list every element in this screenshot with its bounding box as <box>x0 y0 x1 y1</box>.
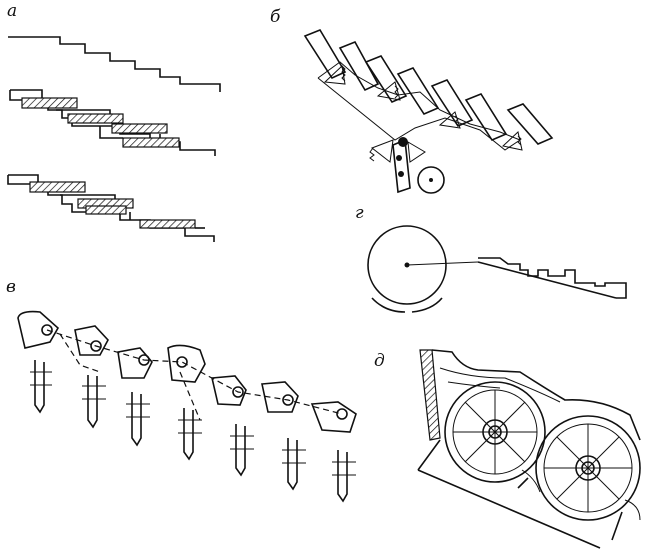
hatched-plate <box>29 181 86 193</box>
drive-wheel <box>417 166 445 194</box>
drum-right-spokes <box>544 424 632 512</box>
hopper-wall <box>419 349 441 441</box>
label-v: в <box>6 277 16 297</box>
label-a: а <box>7 1 17 21</box>
drum-right <box>535 415 641 521</box>
tine-group <box>82 375 106 429</box>
panel-v-shaker-chain <box>17 310 357 503</box>
crank-disc <box>367 225 447 305</box>
label-g: г <box>355 203 364 223</box>
tine-group <box>230 424 254 477</box>
hatched-plate <box>85 205 127 215</box>
label-d: д <box>374 351 385 371</box>
panel-b-crank-drive <box>369 137 445 194</box>
panel-g-crank-rake <box>367 225 627 313</box>
panel-a-step-profile <box>8 36 221 92</box>
panel-b-inclined-conveyor <box>303 29 554 151</box>
hatched-plate <box>21 97 78 109</box>
tine-group <box>332 450 356 503</box>
tooth-plate <box>261 381 299 413</box>
tine-group <box>178 408 202 461</box>
panel-a-stepped-sieve-lower <box>7 174 215 242</box>
tooth-plate <box>17 310 60 349</box>
hatched-plate <box>67 113 124 124</box>
tine-group <box>126 392 150 447</box>
hatched-plate <box>122 137 180 148</box>
panel-d-drum-separator <box>417 349 641 549</box>
tooth-plate <box>117 347 153 379</box>
label-b: б <box>270 7 281 27</box>
hatched-plate <box>111 123 168 134</box>
tooth-plate <box>167 344 206 383</box>
panel-a-stepped-sieve-upper <box>9 89 216 156</box>
tooth-plate <box>74 325 109 356</box>
tooth-plate <box>211 375 247 406</box>
tooth-plate <box>310 401 357 433</box>
hatched-plate <box>139 219 196 229</box>
tine-group <box>30 360 52 414</box>
drum-left-spokes <box>453 390 537 474</box>
drum-left <box>444 381 546 483</box>
tine-group <box>282 438 306 491</box>
